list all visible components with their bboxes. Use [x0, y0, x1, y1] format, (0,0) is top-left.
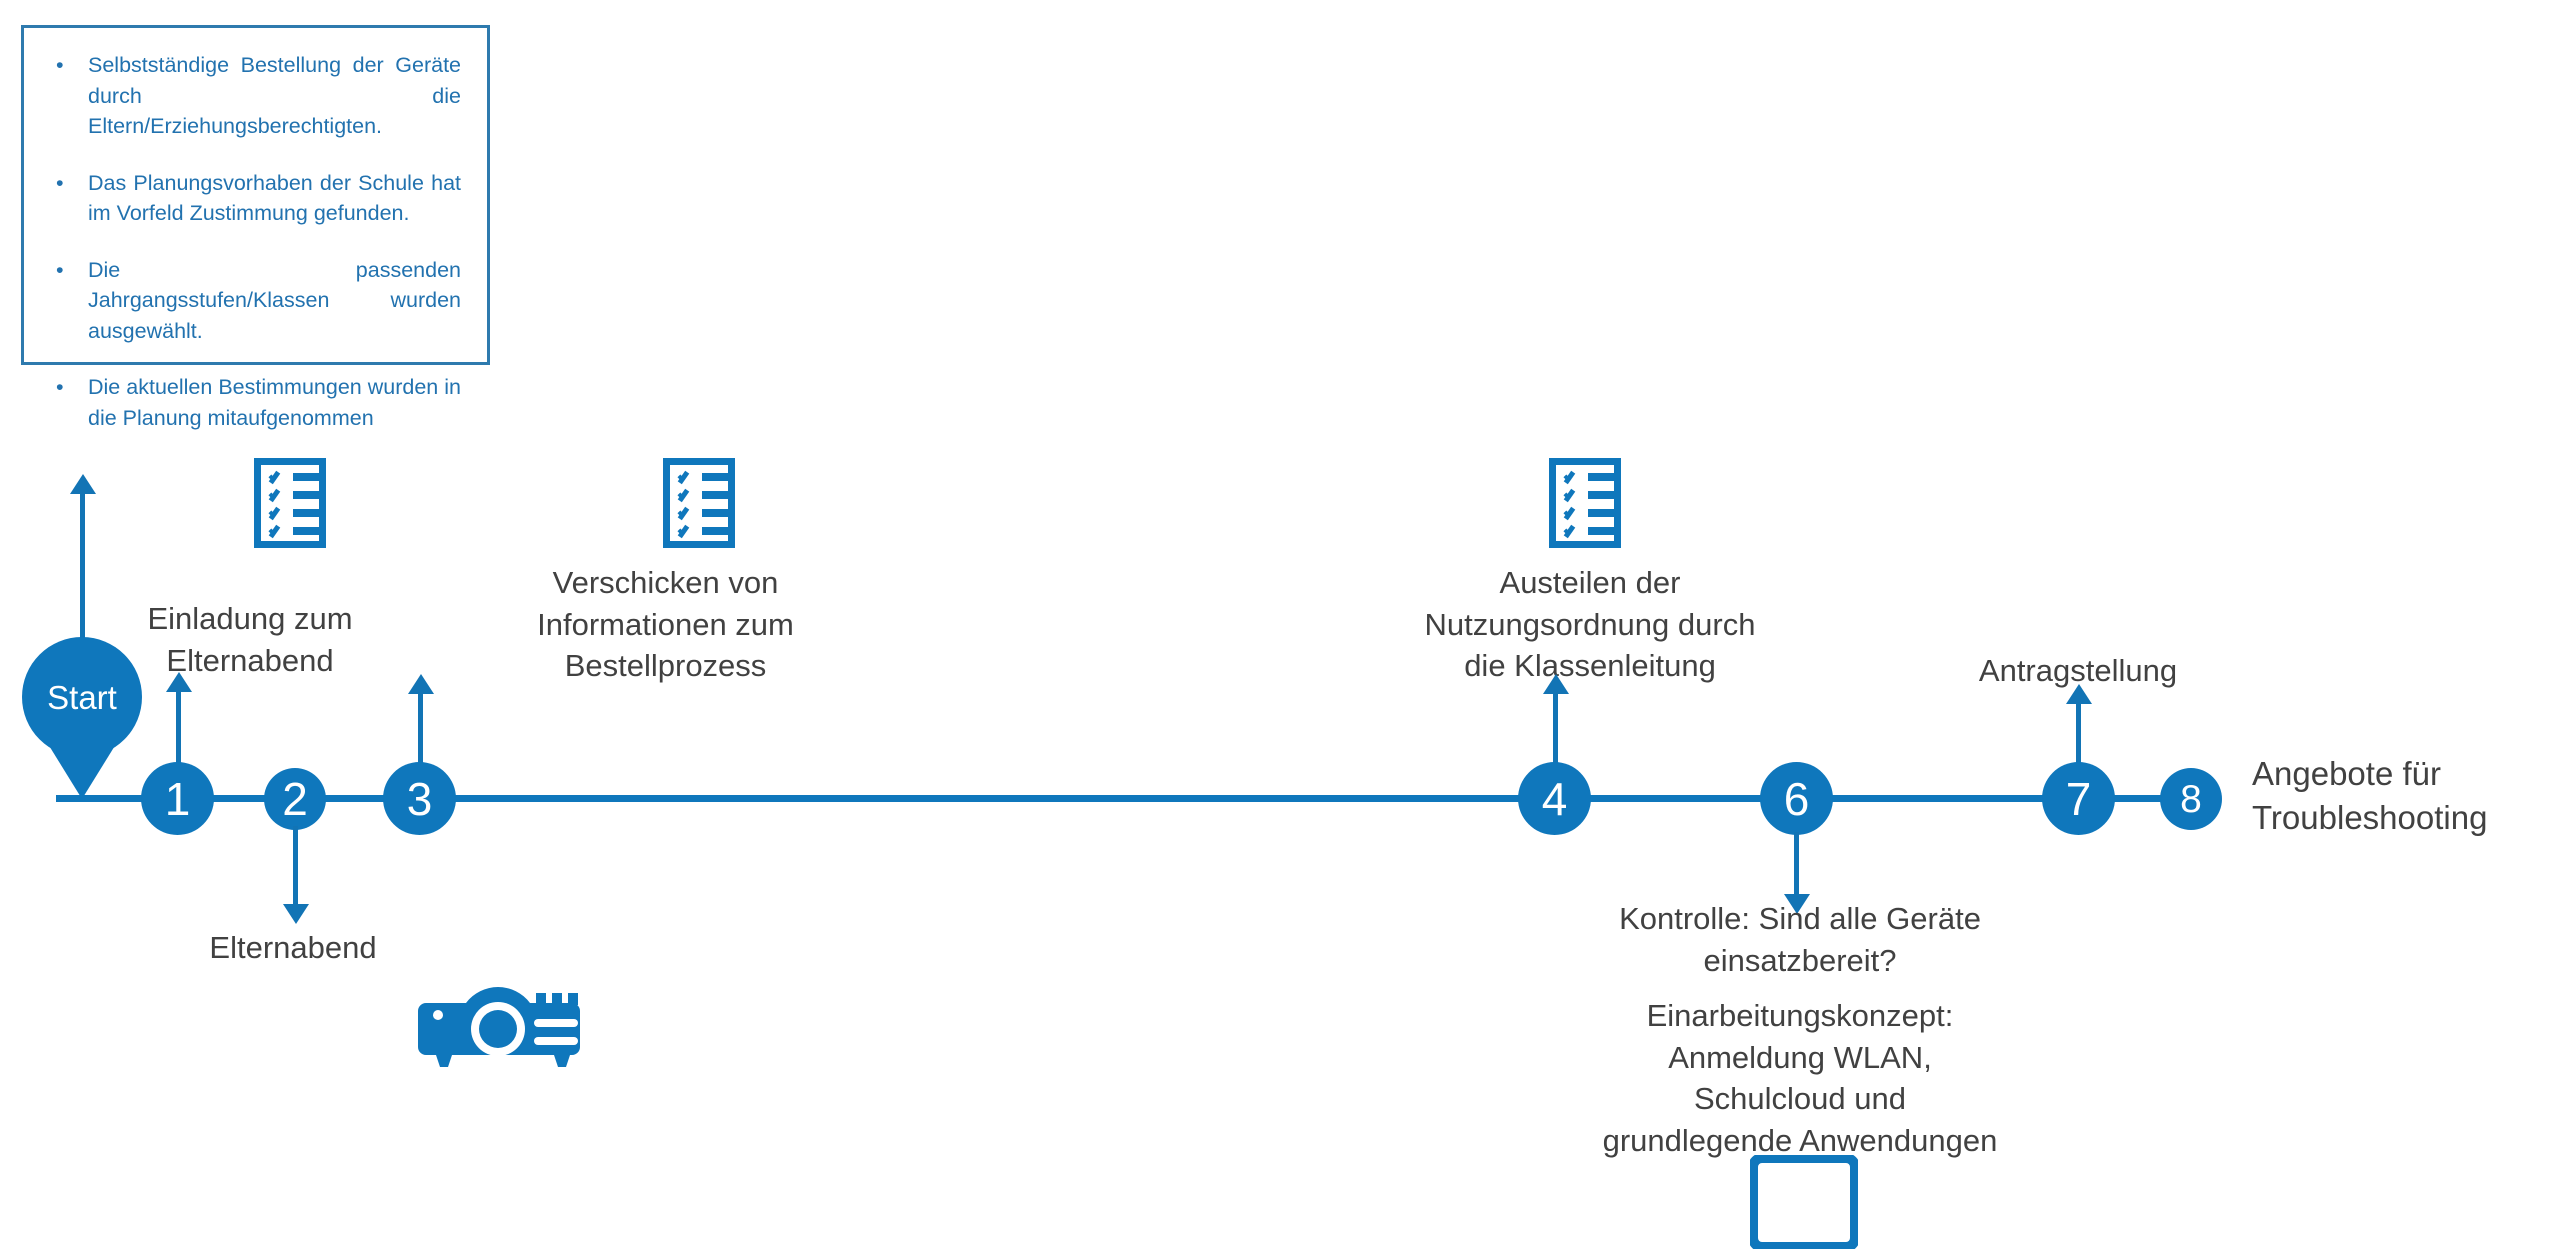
connector-step-6 [1783, 832, 1810, 914]
node-1-label: 1 [164, 772, 191, 825]
connector-step-2 [282, 826, 309, 924]
list-item: • Selbstständige Bestellung der Geräte d… [46, 50, 461, 142]
caption-step-2: Elternabend [209, 930, 377, 965]
caption-step-4: Austeilen der Nutzungsordnung durch die … [1424, 565, 1756, 684]
caption-step-3: Verschicken von Informationen zum Bestel… [537, 565, 794, 684]
caption-step-7: Antragstellung [1978, 653, 2178, 688]
node-3-label: 3 [406, 772, 433, 825]
node-4[interactable]: 4 [1518, 762, 1591, 835]
connector-step-1 [165, 672, 192, 770]
tablet-icon [1748, 1153, 1860, 1249]
node-start[interactable]: Start [22, 637, 142, 757]
bullet-icon: • [56, 53, 64, 77]
node-1[interactable]: 1 [141, 762, 214, 835]
arrow-head-up-icon [1542, 674, 1569, 694]
node-start-label: Start [47, 678, 117, 716]
node-4-label: 4 [1541, 772, 1568, 825]
node-2-label: 2 [282, 773, 308, 825]
list-item: • Die aktuellen Bestimmungen wurden in d… [46, 372, 461, 433]
node-6-label: 6 [1783, 772, 1810, 825]
bullet-icon: • [56, 170, 64, 195]
list-item: • Das Planungsvorhaben der Schule hat im… [46, 168, 461, 229]
start-triangle-icon [48, 744, 116, 799]
connector-step-4 [1542, 674, 1569, 770]
checklist-icon [1549, 458, 1621, 548]
node-6[interactable]: 6 [1760, 762, 1833, 835]
arrow-head-up-icon [2065, 684, 2092, 704]
arrow-head-down-icon [282, 904, 309, 924]
list-item-text: Das Planungsvorhaben der Schule hat im V… [88, 170, 461, 226]
caption-step-1: Einladung zum Elternabend [147, 601, 353, 678]
caption-step-8: Angebote für Troubleshooting [2252, 755, 2488, 837]
arrow-head-up-icon [69, 474, 96, 494]
arrow-head-up-icon [165, 672, 192, 692]
node-8[interactable]: 8 [2160, 768, 2222, 830]
arrow-head-down-icon [1783, 894, 1810, 914]
checklist-icon [254, 458, 326, 548]
projector-icon [418, 987, 588, 1072]
caption-step-6-concept: Einarbeitungskonzept: Anmeldung WLAN, Sc… [1602, 998, 1998, 1158]
node-8-label: 8 [2180, 777, 2202, 821]
list-item-text: Selbstständige Bestellung der Geräte dur… [88, 53, 461, 139]
timeline-axis [56, 795, 2196, 802]
list-item-text: Die aktuellen Bestimmungen wurden in die… [88, 375, 461, 430]
node-2[interactable]: 2 [264, 768, 326, 830]
prerequisites-list: • Selbstständige Bestellung der Geräte d… [24, 28, 487, 433]
bullet-icon: • [56, 375, 64, 400]
connector-step-7 [2065, 684, 2092, 770]
checklist-icon [663, 458, 735, 548]
list-item-text: Die passenden Jahrgangsstufen/Klassen wu… [88, 257, 461, 343]
caption-step-6-control: Kontrolle: Sind alle Geräte einsatzberei… [1619, 901, 1981, 978]
connector-step-3 [407, 674, 434, 770]
start-arrow [69, 474, 96, 638]
node-7[interactable]: 7 [2042, 762, 2115, 835]
node-3[interactable]: 3 [383, 762, 456, 835]
bullet-icon: • [56, 257, 64, 282]
list-item: • Die passenden Jahrgangsstufen/Klassen … [46, 255, 461, 347]
arrow-head-up-icon [407, 674, 434, 694]
node-7-label: 7 [2065, 772, 2092, 825]
prerequisites-callout: • Selbstständige Bestellung der Geräte d… [21, 25, 490, 430]
